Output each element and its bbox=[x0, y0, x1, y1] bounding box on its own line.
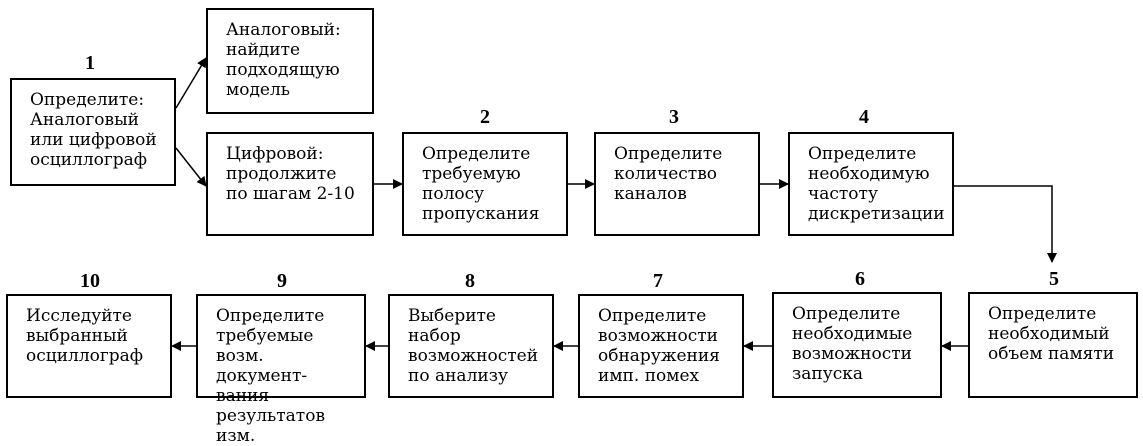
step-number-1: 1 bbox=[85, 52, 95, 74]
step-number-7: 7 bbox=[653, 270, 663, 292]
step-1-box: Определите: Аналоговый или цифровой осци… bbox=[10, 78, 176, 186]
step-6-box: Определите необходимые возможности запус… bbox=[772, 292, 942, 398]
step-number-9: 9 bbox=[277, 270, 287, 292]
step-2-box: Определите требуемую полосу пропускания bbox=[402, 132, 568, 236]
step-number-2: 2 bbox=[480, 106, 490, 128]
step-number-6: 6 bbox=[855, 268, 865, 290]
step-5-box: Определите необходимый объем памяти bbox=[968, 292, 1138, 398]
arrow-1-to-analog bbox=[175, 57, 207, 109]
digital-box: Цифровой: продолжите по шагам 2-10 bbox=[206, 132, 374, 236]
step-number-8: 8 bbox=[465, 270, 475, 292]
arrow-1-to-digital bbox=[175, 147, 207, 187]
step-3-box: Определите количество каналов bbox=[594, 132, 760, 236]
step-10-box: Исследуйте выбранный осциллограф bbox=[6, 294, 172, 398]
step-4-box: Определите необходимую частоту дискретиз… bbox=[788, 132, 954, 236]
arrow-4-to-5 bbox=[954, 185, 1057, 263]
step-8-box: Выберите набор возможностей по анализу bbox=[388, 294, 554, 398]
analog-box: Аналоговый: найдите подходящую модель bbox=[206, 8, 374, 114]
step-number-10: 10 bbox=[80, 270, 100, 292]
step-7-box: Определите возможности обнаружения имп. … bbox=[578, 294, 744, 398]
step-number-4: 4 bbox=[859, 106, 869, 128]
connector-arrows bbox=[171, 57, 1057, 351]
step-number-5: 5 bbox=[1049, 268, 1059, 290]
step-number-3: 3 bbox=[669, 106, 679, 128]
